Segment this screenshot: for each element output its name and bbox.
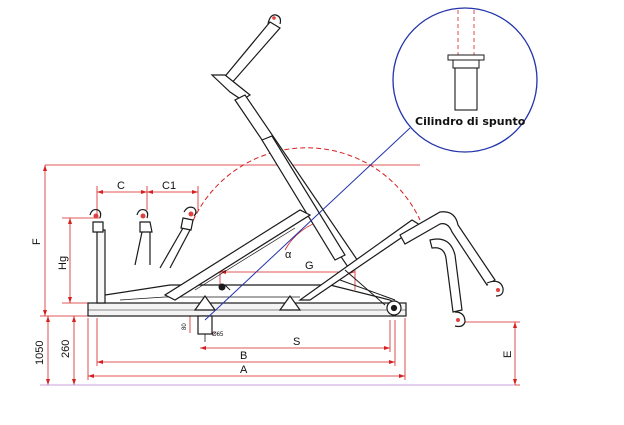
- label-1050: 1050: [34, 341, 46, 365]
- dimension-lines: [40, 164, 520, 386]
- swing-arc: [189, 147, 421, 229]
- label-pin-height: 80: [182, 323, 188, 330]
- label-G: G: [305, 260, 314, 272]
- top-hook: [267, 14, 282, 25]
- hook-arm-right: [399, 211, 504, 328]
- label-Hg: Hg: [57, 256, 69, 270]
- label-E: E: [502, 351, 514, 358]
- label-A: A: [240, 364, 248, 376]
- base-frame: [87, 229, 407, 342]
- label-260: 260: [60, 340, 72, 358]
- label-S: S: [293, 336, 300, 348]
- label-C: C: [117, 180, 125, 192]
- label-F: F: [31, 238, 43, 245]
- label-B: B: [240, 350, 247, 362]
- detail-guideline: [204, 127, 411, 321]
- main-lifting-arm: [163, 21, 422, 301]
- detail-caption: Cilindro di spunto: [415, 115, 526, 128]
- dimension-arrows: [43, 165, 517, 385]
- label-C1: C1: [162, 180, 176, 192]
- right-hook-tips: [456, 288, 500, 322]
- hook-arm-left-positions: [89, 206, 197, 269]
- detail-view: [392, 7, 538, 153]
- label-alpha: α: [285, 249, 292, 261]
- label-pin-diameter: Ø65: [212, 332, 224, 338]
- link-arms: [218, 269, 396, 306]
- hook-tips: [93, 211, 194, 219]
